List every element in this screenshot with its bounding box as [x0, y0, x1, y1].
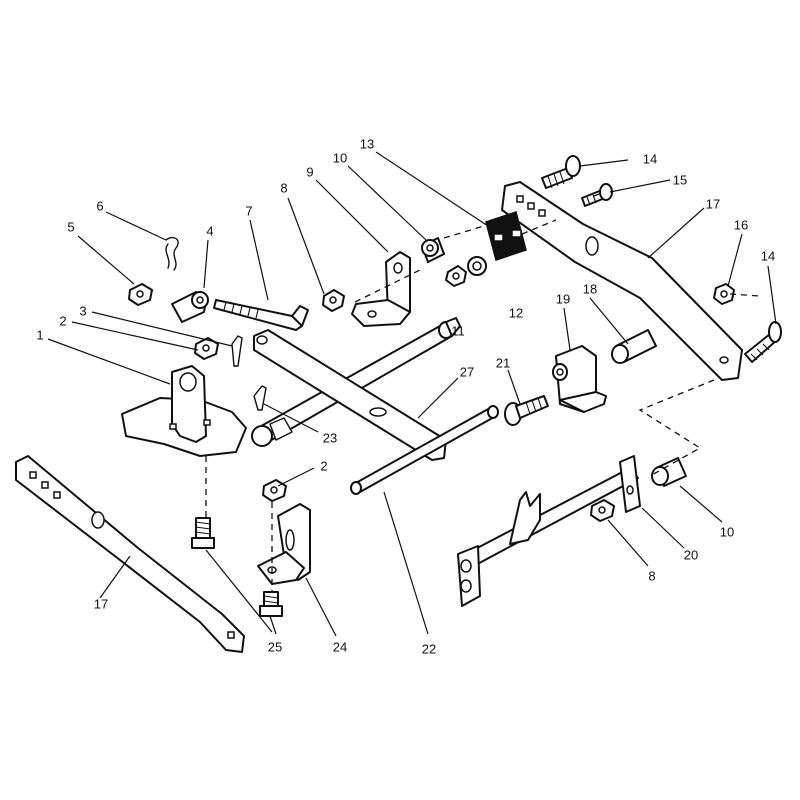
left-link-bar: [15, 455, 245, 653]
mounting-plate: [121, 365, 247, 457]
lower-shaft: [457, 455, 641, 607]
cotter-pin-3: [231, 335, 243, 367]
hex-bolt-25-lower: [259, 591, 283, 617]
callout-18: 18: [583, 281, 597, 296]
callout-14: 14: [643, 151, 657, 166]
callout-2-lower: 2: [320, 458, 327, 473]
callout-12: 12: [509, 305, 523, 320]
callout-4: 4: [206, 223, 213, 238]
callout-6: 6: [96, 198, 103, 213]
hex-nut-8-lower: [590, 499, 615, 522]
callout-27: 27: [460, 364, 474, 379]
callout-15: 15: [673, 172, 687, 187]
clevis-pin-4: [171, 291, 209, 323]
callout-25: 25: [268, 639, 282, 654]
callout-24: 24: [333, 639, 347, 654]
cotter-pin-23: [253, 385, 267, 411]
threaded-rod: [213, 299, 309, 331]
callout-11: 11: [451, 323, 465, 338]
carriage-bolt-21: [504, 395, 549, 426]
callout-14-lower: 14: [761, 248, 775, 263]
callout-17: 17: [706, 196, 720, 211]
callout-22: 22: [422, 641, 436, 656]
callout-8: 8: [280, 180, 287, 195]
spacer-lower: [651, 457, 687, 487]
callout-21: 21: [496, 355, 510, 370]
callout-20: 20: [684, 547, 698, 562]
pivot-block: [552, 345, 607, 413]
hex-nut-2-upper: [194, 337, 219, 360]
hex-nut-5: [128, 283, 153, 306]
callout-leader-lines: [47, 151, 777, 637]
callout-1: 1: [36, 327, 43, 342]
callout-16: 16: [734, 217, 748, 232]
hex-nut-right: [713, 283, 735, 305]
hex-nut-11: [445, 265, 467, 287]
callout-8-lower: 8: [648, 568, 655, 583]
callout-5: 5: [67, 219, 74, 234]
hex-nut-8-upper: [322, 289, 345, 312]
right-link-bar: [501, 181, 743, 381]
main-cross-shaft: [251, 317, 461, 447]
callout-9: 9: [306, 164, 313, 179]
callout-7: 7: [245, 203, 252, 218]
angle-bracket-24: [257, 503, 311, 585]
spacer-18: [611, 329, 657, 364]
assembly-dashed-lines: [205, 191, 761, 592]
angle-bracket-9: [351, 251, 411, 327]
carriage-bolt-lower: [744, 321, 782, 363]
hex-bolt-25-upper: [191, 517, 215, 549]
slotted-lever-arm: [253, 329, 447, 461]
washer-12: [467, 256, 487, 276]
callout-3: 3: [79, 303, 86, 318]
callout-13: 13: [360, 136, 374, 151]
callout-19: 19: [556, 291, 570, 306]
callout-10-lower: 10: [720, 524, 734, 539]
spacer-upper: [421, 237, 445, 263]
callout-2: 2: [59, 313, 66, 328]
hairpin-clip: [165, 236, 179, 271]
carriage-bolt-upper: [541, 155, 581, 189]
rubber-pad: [485, 211, 527, 261]
long-rod: [350, 405, 499, 495]
callout-23: 23: [323, 430, 337, 445]
callout-17-left: 17: [94, 596, 108, 611]
callout-labels: 1 2 3 4 5 6 7 8 9 10 11 12 13 14 15 16 1…: [36, 136, 775, 656]
callout-10: 10: [333, 150, 347, 165]
